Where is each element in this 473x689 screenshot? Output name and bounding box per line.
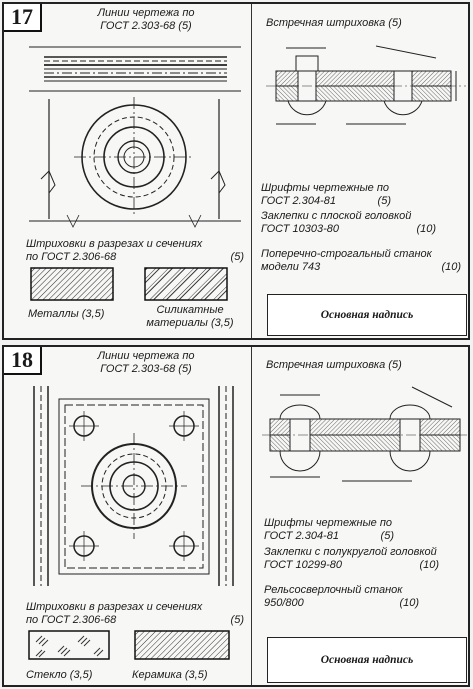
material-ceramics-label: Керамика (3,5) — [132, 669, 208, 681]
hatching-title: Встречная штриховка (5) — [266, 17, 402, 29]
sections-caption: Штриховки в разрезах и сечениях по ГОСТ … — [26, 601, 244, 626]
fonts-caption: Шрифты чертежные по ГОСТ 2.304-81 (5) — [264, 517, 394, 542]
lines-title: Линии чертежа по ГОСТ 2.303-68 (5) — [97, 7, 195, 32]
metal-hatch-sample — [30, 267, 114, 301]
material-glass-label: Стекло (3,5) — [26, 669, 93, 681]
material-silicate-label: Силикатные материалы (3,5) — [146, 304, 234, 329]
sections-caption: Штриховки в разрезах и сечениях по ГОСТ … — [26, 238, 244, 263]
machine-caption: Поперечно-строгальный станок модели 743 … — [261, 248, 461, 273]
column-divider — [251, 347, 252, 685]
glass-hatch-sample — [28, 630, 110, 660]
column-divider — [251, 4, 252, 338]
drawing-sheet-18: 18 Линии чертежа по ГОСТ 2.303-68 (5) — [2, 345, 470, 687]
counter-hatching-drawing — [262, 386, 467, 482]
sheet-number: 17 — [4, 4, 42, 32]
drawing-sheet-17: 17 Линии чертежа по ГОСТ 2.303-68 (5) — [2, 2, 470, 340]
rivets-caption: Заклепки с полукруглой головкой ГОСТ 102… — [264, 546, 439, 571]
sheet-number: 18 — [4, 347, 42, 375]
hatching-title: Встречная штриховка (5) — [266, 359, 402, 371]
silicate-hatch-sample — [144, 267, 228, 301]
ceramics-hatch-sample — [134, 630, 230, 660]
rivets-caption: Заклепки с плоской головкой ГОСТ 10303-8… — [261, 210, 436, 235]
line-types-drawing — [29, 46, 241, 228]
title-block: Основная надпись — [267, 637, 467, 683]
material-metals-label: Металлы (3,5) — [28, 308, 105, 320]
machine-caption: Рельсосверлочный станок 950/800 (10) — [264, 584, 419, 609]
title-block: Основная надпись — [267, 294, 467, 336]
lines-title: Линии чертежа по ГОСТ 2.303-68 (5) — [97, 350, 195, 375]
line-types-drawing — [33, 386, 234, 586]
fonts-caption: Шрифты чертежные по ГОСТ 2.304-81 (5) — [261, 182, 391, 207]
counter-hatching-drawing — [266, 45, 466, 125]
